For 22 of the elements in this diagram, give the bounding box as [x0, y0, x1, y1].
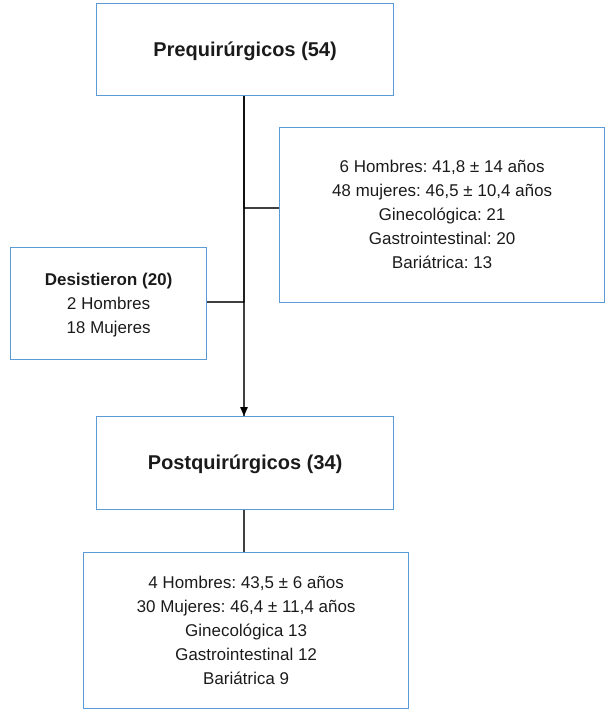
box-title: Desistieron (20): [44, 268, 172, 290]
process-box: [279, 127, 605, 303]
box-text: Ginecológica: 21: [378, 204, 506, 226]
box-title: Prequirúrgicos (54): [153, 38, 337, 62]
box-text: Gastrointestinal: 20: [368, 228, 516, 250]
process-box: [10, 247, 207, 360]
connector-line: [207, 96, 245, 303]
box-title: Postquirúrgicos (34): [148, 451, 342, 476]
box-text: 4 Hombres: 43,5 ± 6 años: [148, 572, 344, 594]
process-box: [96, 3, 394, 96]
box-text: Bariátrica: 13: [392, 252, 492, 274]
box-text: 18 Mujeres: [66, 316, 151, 338]
box-text: 48 mujeres: 46,5 ± 10,4 años: [332, 180, 552, 202]
box-text: 30 Mujeres: 46,4 ± 11,4 años: [136, 596, 356, 618]
box-text: Bariátrica 9: [203, 668, 289, 690]
process-box: [96, 416, 394, 510]
box-text: 2 Hombres: [66, 292, 150, 314]
box-text: Ginecológica 13: [185, 620, 307, 642]
box-text: 6 Hombres: 41,8 ± 14 años: [340, 156, 544, 178]
process-box: [83, 552, 409, 709]
box-text: Gastrointestinal 12: [175, 644, 317, 666]
connector-line: [243, 510, 245, 552]
